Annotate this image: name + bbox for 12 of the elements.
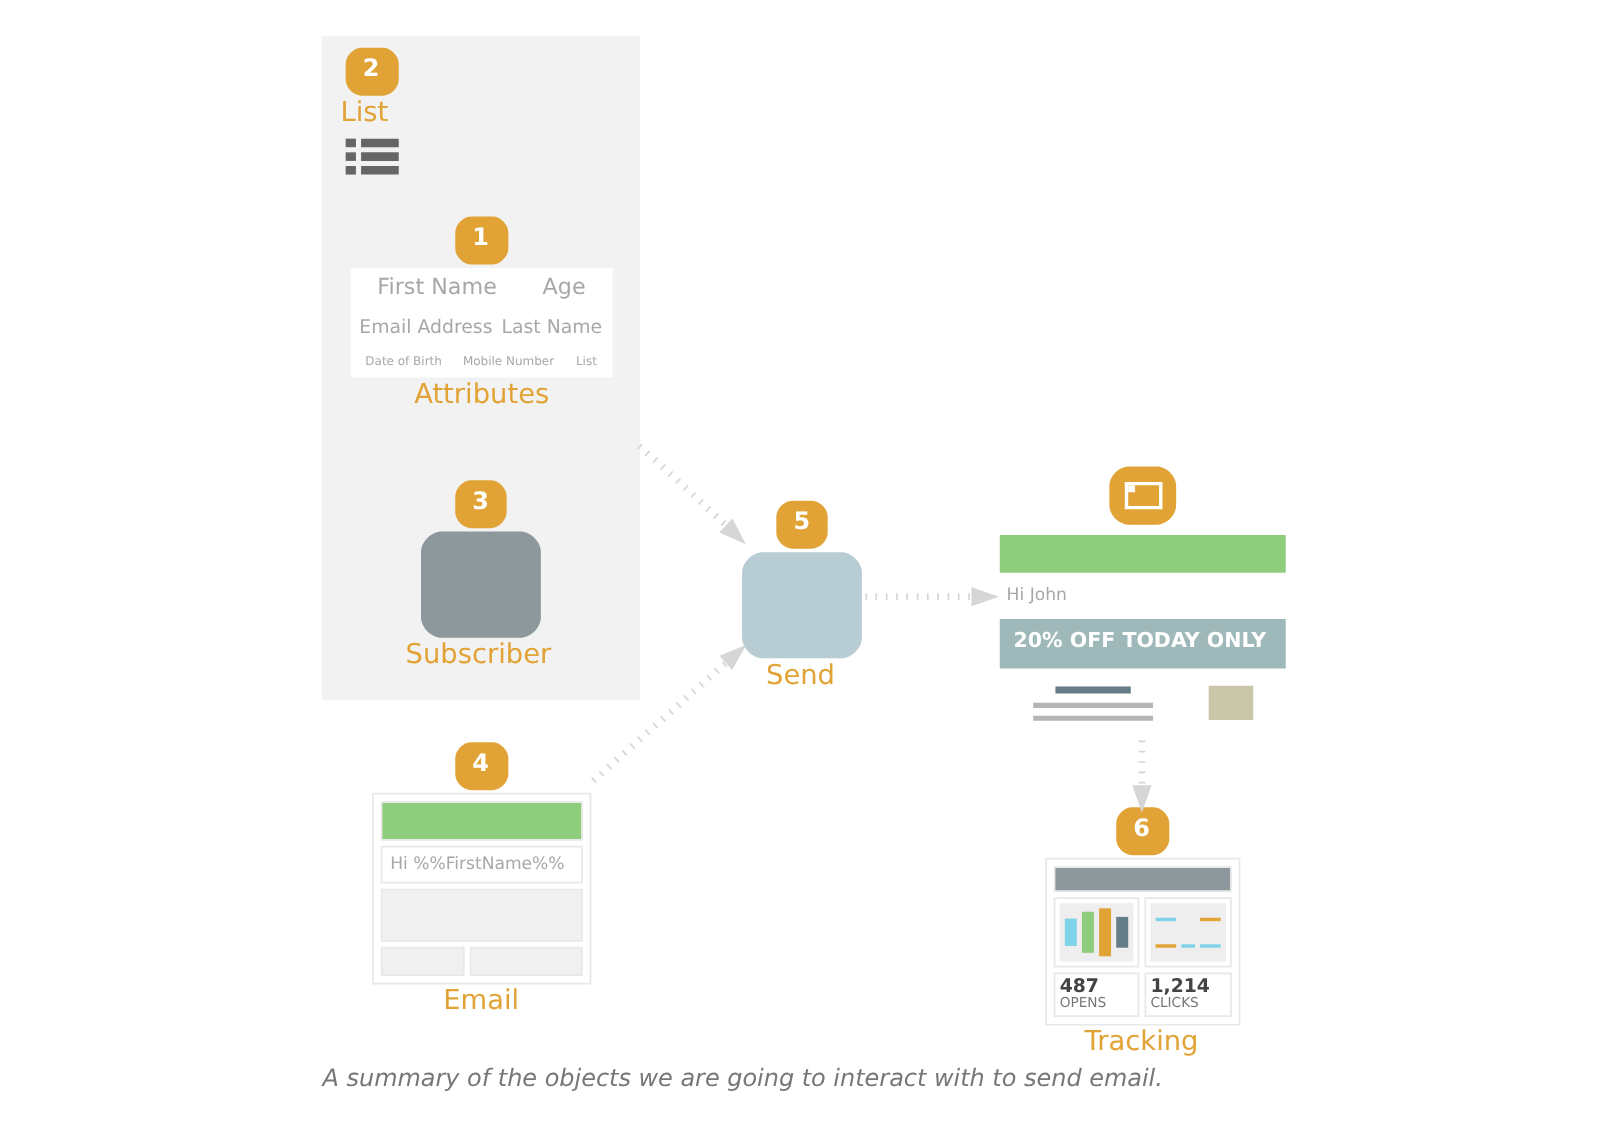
- node-label: 2: [362, 54, 380, 83]
- caption: A summary of the objects we are going to interact with to send email.: [322, 1063, 1163, 1092]
- node-label: 3: [472, 486, 490, 515]
- node-label: 4: [472, 748, 490, 777]
- node-label: 5: [793, 507, 811, 536]
- node-label: Send: [766, 659, 836, 692]
- node-label: Email: [443, 985, 520, 1017]
- node-label: Tracking: [1084, 1026, 1199, 1059]
- node-label: Attributes: [414, 378, 550, 411]
- node-label: 6: [1133, 813, 1150, 842]
- node-label: 1: [472, 223, 490, 252]
- node-label: Subscriber: [405, 639, 552, 672]
